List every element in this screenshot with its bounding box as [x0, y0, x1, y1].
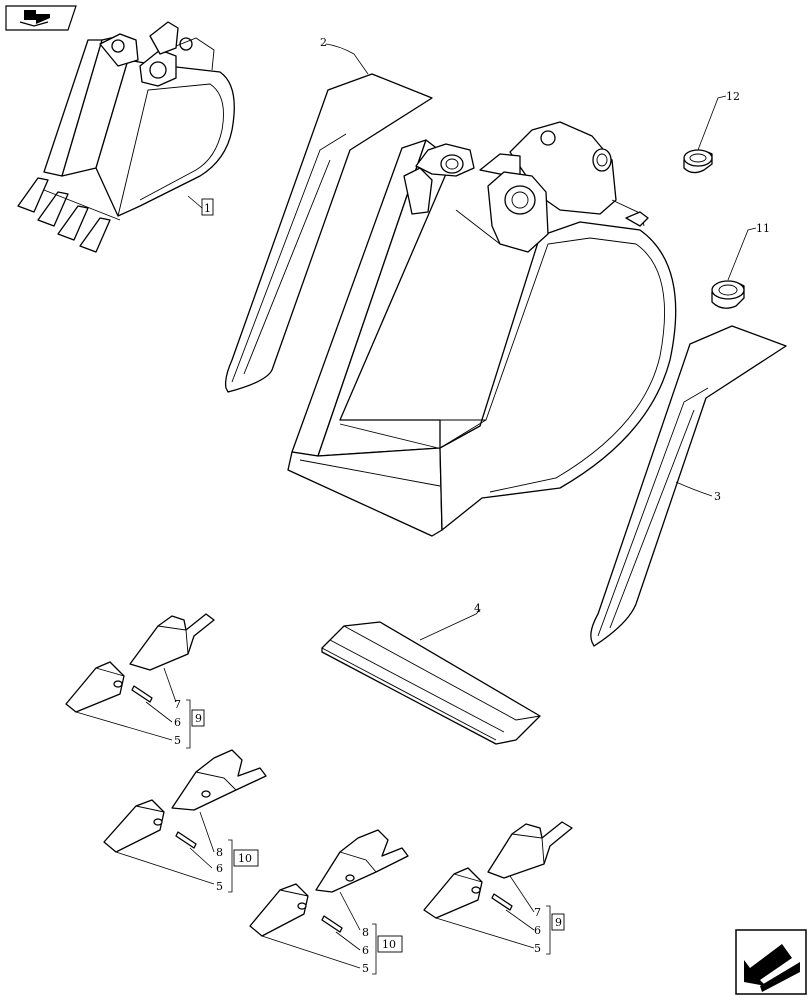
g4-callout-kit: 9 [555, 916, 562, 929]
bucket-assembly-small [17, 21, 235, 253]
bushing-11 [711, 227, 757, 309]
side-cutter-right [590, 325, 787, 647]
callout-11: 11 [756, 222, 770, 235]
g3-callout-kit: 10 [382, 938, 396, 951]
tooth-group-3 [249, 829, 409, 975]
callout-4: 4 [474, 602, 481, 615]
g4-callout-6: 6 [534, 924, 541, 937]
g2-callout-kit: 10 [238, 852, 252, 865]
g1-callout-6: 6 [174, 716, 181, 729]
g2-callout-5: 5 [216, 880, 223, 893]
tooth-group-1 [65, 613, 215, 749]
bucket-main [287, 121, 677, 537]
callout-2: 2 [320, 36, 327, 49]
cutting-edge-4 [321, 609, 541, 745]
book-nav-icon[interactable] [5, 5, 77, 31]
bushing-12 [683, 95, 727, 174]
callout-12: 12 [726, 90, 740, 103]
g4-callout-7: 7 [534, 906, 541, 919]
callout-3: 3 [714, 490, 721, 503]
next-page-icon[interactable] [735, 929, 807, 995]
g1-callout-5: 5 [174, 734, 181, 747]
side-cutter-left [224, 43, 433, 393]
g2-callout-8: 8 [216, 846, 223, 859]
g4-callout-5: 5 [534, 942, 541, 955]
g3-callout-6: 6 [362, 944, 369, 957]
g3-callout-5: 5 [362, 962, 369, 975]
g3-callout-8: 8 [362, 926, 369, 939]
g1-callout-7: 7 [174, 698, 181, 711]
g1-callout-kit: 9 [195, 712, 202, 725]
callout-1: 1 [204, 202, 211, 215]
tooth-group-4 [423, 821, 573, 955]
tooth-group-2 [103, 749, 267, 893]
g2-callout-6: 6 [216, 862, 223, 875]
